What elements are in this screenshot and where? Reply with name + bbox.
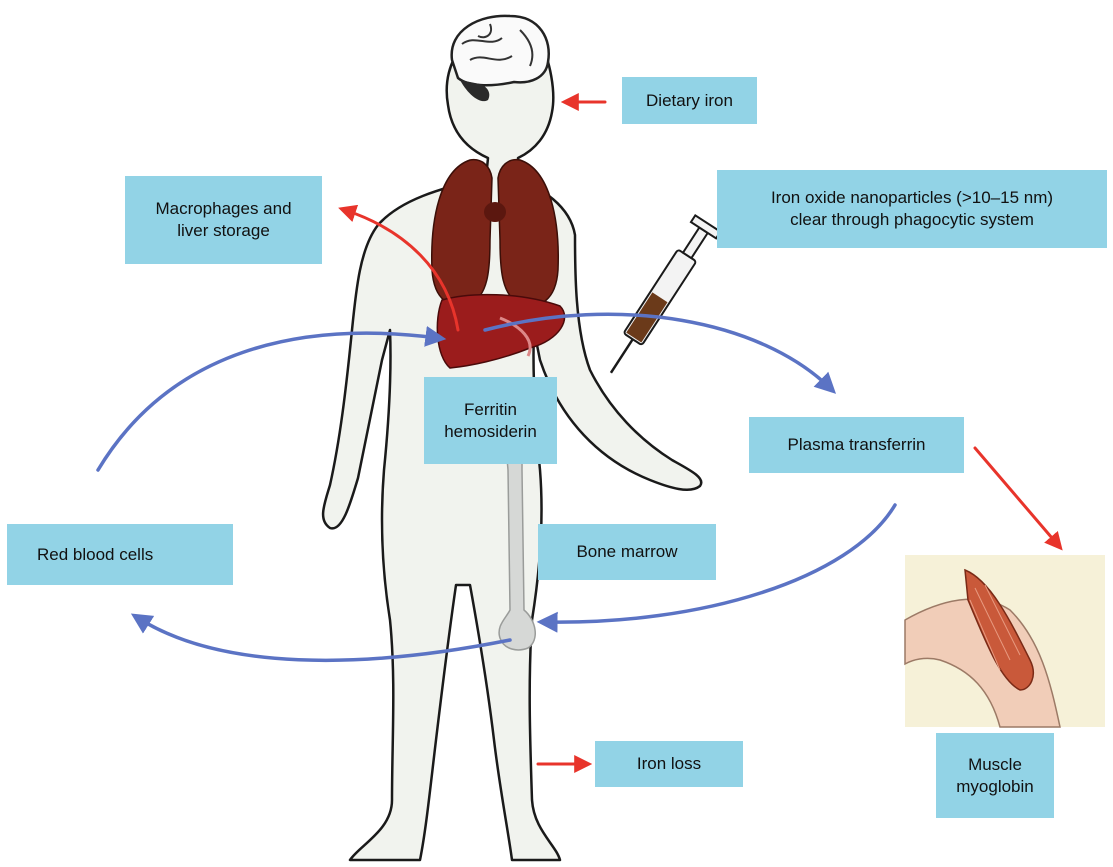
arrow-bone-to-rbc — [138, 618, 510, 660]
iron-oxide-nanoparticles-label: Iron oxide nanoparticles (>10–15 nm) cle… — [717, 170, 1107, 248]
arrow-plasma-to-muscle — [975, 448, 1058, 545]
iron-loss-label: Iron loss — [595, 741, 743, 787]
syringe-icon — [598, 215, 720, 381]
dietary-iron-label: Dietary iron — [622, 77, 757, 124]
arm-muscle-icon — [905, 555, 1105, 727]
macrophages-label: Macrophages and liver storage — [125, 176, 322, 264]
bone-marrow-label: Bone marrow — [538, 524, 716, 580]
muscle-myoglobin-label: Muscle myoglobin — [936, 733, 1054, 818]
plasma-transferrin-label: Plasma transferrin — [749, 417, 964, 473]
ferritin-label: Ferritin hemosiderin — [424, 377, 557, 464]
red-blood-cells-label: Red blood cells — [7, 524, 233, 585]
